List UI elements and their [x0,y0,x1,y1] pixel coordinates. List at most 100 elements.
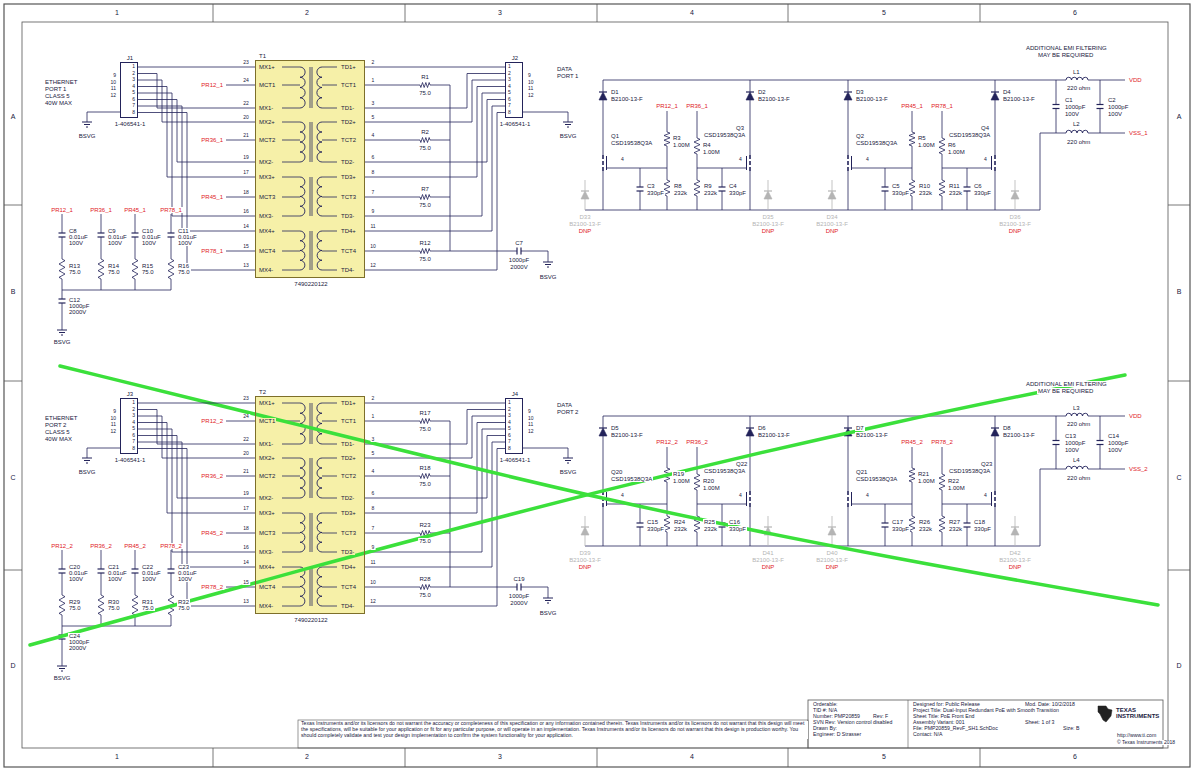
transformer-winding [300,458,305,498]
wire [138,429,255,552]
dnp-part-label: D36 [1008,214,1021,220]
schematic-text: 232k [918,190,933,196]
schematic-text: 8 [507,446,512,451]
transformer-winding [317,122,322,162]
mosfet-symbol [602,167,604,171]
dnp-part-label: B2100-13-F [751,221,785,227]
wire [365,85,418,86]
wire [942,111,943,134]
schematic-text: Q3 [735,125,745,131]
resistor-symbol [939,512,945,536]
schematic-text: TD3+ [340,174,357,180]
schematic-text: MX1- [258,441,274,447]
transformer-winding [300,231,305,270]
resistor-symbol [909,176,915,200]
mosfet-symbol [994,497,996,501]
wire [62,626,63,632]
wire [942,494,943,512]
schematic-text: TD2+ [340,455,357,461]
schematic-text: CSD19538Q3A [855,140,898,146]
wire [1015,180,1016,191]
schematic-text: L2 [1072,121,1081,127]
capacitor-symbol [98,568,105,569]
net-label: PR45_1 [900,103,924,109]
ground-symbol [59,668,65,669]
capacitor-symbol [964,522,971,523]
wire [138,106,255,231]
net-label: PR78_2 [159,543,183,549]
schematic-text: 6 [507,433,512,438]
wire [365,251,418,252]
transformer-winding [317,177,322,216]
net-label: PR12_1 [655,103,679,109]
transformer-core [310,67,311,108]
wire [62,573,63,576]
grid-reference: 4 [689,9,695,16]
net-label: PR45_1 [200,194,224,200]
wire [750,486,751,491]
wire [750,416,751,428]
copyright-note: © Texas Instruments 2018 [1116,740,1176,745]
schematic-text: MX4+ [258,228,276,234]
capacitor-symbol [964,186,971,187]
diode-symbol [844,427,852,428]
schematic-text: MX4+ [258,564,276,570]
wire [138,74,255,109]
ground-symbol [86,127,88,128]
resistor-symbol [664,176,670,200]
schematic-text: 330pF [728,526,747,532]
schematic-text: 4 [983,157,988,162]
transformer-winding [317,567,322,606]
signal-wire [365,403,505,404]
wire [282,140,300,141]
wire [322,108,337,109]
title-block-text: Contact: N/A [912,732,943,737]
wire [1015,516,1016,527]
wire [667,447,668,464]
schematic-text: 20 [242,115,250,120]
grid-reference: 4 [689,753,695,760]
schematic-text: 100V [141,240,157,246]
schematic-text: 2 [507,71,512,76]
wire [1100,416,1101,441]
reference-designator: J1 [126,55,134,61]
transformer-core [312,458,313,498]
diode-symbol [764,191,772,199]
wire [603,507,604,546]
dnp-part-label: B2100-13-F [815,557,849,563]
schematic-text: TD3+ [340,510,357,516]
transformer-core [310,458,311,498]
schematic-text: MAY BE REQUIRED [1037,52,1094,58]
schematic-text: R18 [418,465,431,471]
schematic-text: 1000pF [1064,440,1086,446]
schematic-text: 16 [242,209,250,214]
transformer-box: T17490220122 [255,60,365,278]
grid-reference: 3 [497,9,503,16]
part-number: 1-406541-1 [114,457,147,463]
wire [365,93,505,216]
schematic-text: R23 [418,522,431,528]
mosfet-symbol [749,503,751,507]
schematic-text: 232k [703,190,718,196]
wire [101,214,102,230]
wire [995,80,996,92]
wire [226,251,255,252]
net-label: PR78_2 [930,439,954,445]
schematic-text: DATA [556,402,573,408]
schematic-text: 20 [242,451,250,456]
wire [832,180,833,191]
diode-symbol [1011,190,1019,191]
resistor-symbol [418,138,432,143]
schematic-text: BSVG [78,133,97,139]
part-number: 1-406541-1 [499,121,532,127]
net-label: PR12_2 [50,543,74,549]
part-number: 1-406541-1 [499,457,532,463]
dnp-part-label: B2100-13-F [998,557,1032,563]
wire [1056,80,1057,105]
wire [101,237,102,240]
wire [322,513,337,514]
wire [226,197,255,198]
wire [226,85,255,86]
schematic-text: 4 [131,420,136,425]
